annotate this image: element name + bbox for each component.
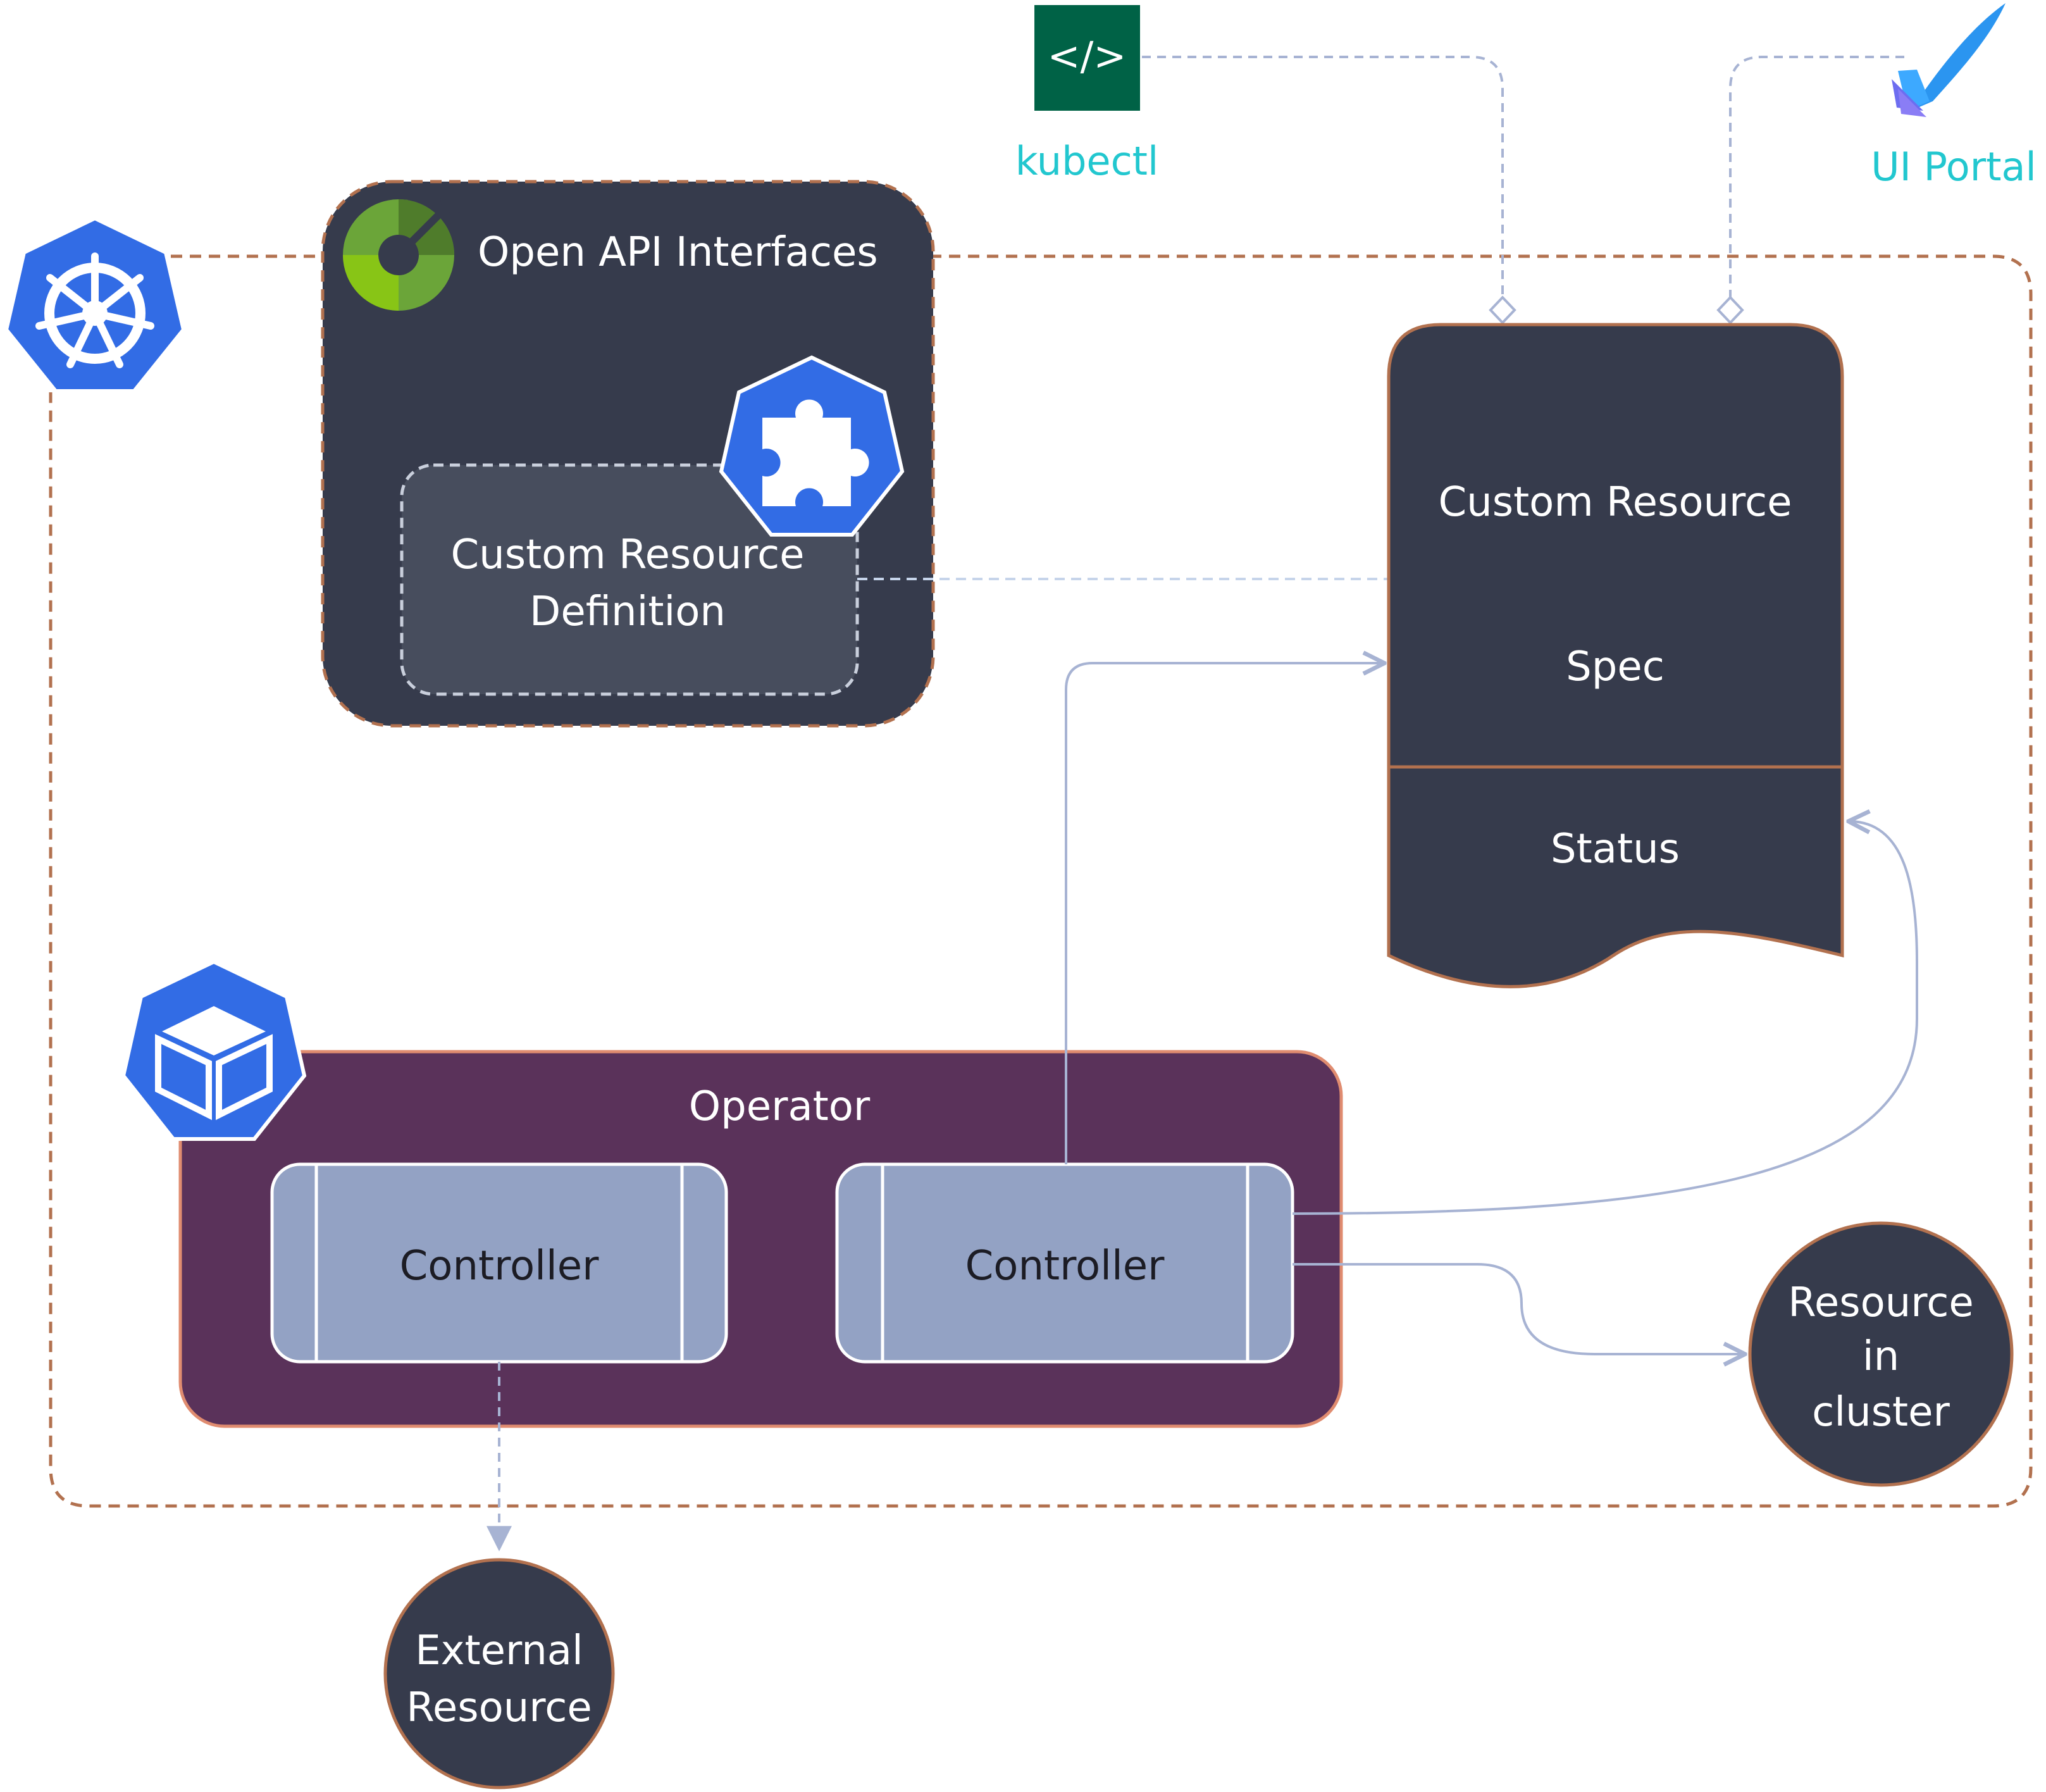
- kubectl-glyph: </>: [1048, 33, 1127, 79]
- operator-cube-icon: [121, 959, 307, 1141]
- external-resource-line2: Resource: [406, 1684, 592, 1731]
- crd-label-line2: Definition: [530, 588, 726, 635]
- resource-in-cluster-line3: cluster: [1812, 1389, 1950, 1436]
- custom-resource-title: Custom Resource: [1438, 479, 1792, 526]
- crd-label-line1: Custom Resource: [450, 532, 804, 578]
- external-resource-node[interactable]: [383, 1558, 615, 1789]
- ui-portal-label: UI Portal: [1871, 144, 2037, 190]
- resource-in-cluster-line1: Resource: [1788, 1279, 1974, 1326]
- controller-to-cluster-resource-arrow: [1293, 1263, 1743, 1354]
- controller-right-label: Controller: [965, 1243, 1165, 1290]
- operator-title: Operator: [689, 1083, 871, 1130]
- kubectl-terminal-icon[interactable]: </>: [1034, 5, 1140, 111]
- resource-in-cluster-node[interactable]: [1748, 1221, 2014, 1487]
- ui-portal-connector: [1729, 56, 1904, 297]
- kubectl-connector-diamond: [1489, 296, 1516, 325]
- crd-puzzle-icon: [719, 355, 905, 537]
- cluster-boundary: [49, 254, 2033, 1508]
- ui-portal-connector-diamond: [1716, 296, 1744, 325]
- controller-to-status-arrow: [1292, 821, 1918, 1215]
- custom-resource-document[interactable]: [1387, 323, 1844, 988]
- kubectl-label: kubectl: [1015, 138, 1158, 184]
- controller-left-label: Controller: [400, 1243, 600, 1290]
- openapi-logo-icon: [343, 185, 468, 311]
- resource-in-cluster-line2: in: [1863, 1333, 1899, 1380]
- kubernetes-helm-icon: [4, 216, 186, 393]
- openapi-title: Open API Interfaces: [478, 229, 878, 276]
- custom-resource-status: Status: [1551, 826, 1680, 873]
- controller-to-spec-arrow: [1065, 663, 1382, 1164]
- kubectl-connector: [1142, 56, 1504, 297]
- crd-box[interactable]: [400, 463, 859, 696]
- external-resource-line1: External: [415, 1627, 583, 1674]
- custom-resource-spec: Spec: [1566, 644, 1665, 690]
- ui-portal-quill-icon[interactable]: [1892, 3, 2006, 117]
